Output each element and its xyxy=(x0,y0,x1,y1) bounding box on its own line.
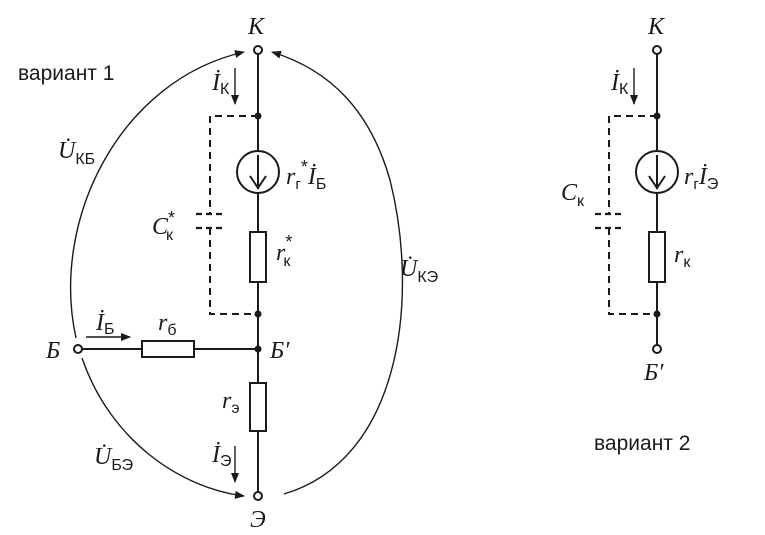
node-bprime-label: Б′ xyxy=(269,338,290,364)
current-source-label: rг*İБ xyxy=(286,157,326,193)
node-e-terminal xyxy=(253,491,263,501)
v2-current-source-icon xyxy=(635,150,679,194)
node-b-label: Б xyxy=(45,338,60,364)
capacitor-label: C*к xyxy=(152,208,175,244)
resistor-rb-icon xyxy=(141,340,195,358)
voltage-ke-label: U̇КЭ xyxy=(400,256,438,286)
v2-node-bprime-label: Б′ xyxy=(643,360,664,386)
voltage-be-arc xyxy=(81,357,245,499)
node-k-label: К xyxy=(247,14,266,40)
resistor-rk-icon xyxy=(249,231,267,283)
voltage-kb-arc xyxy=(69,50,245,339)
v2-capacitor-branch xyxy=(595,115,657,315)
variant-2-circuit: К Б′ İК rгİЭ Cк rк xyxy=(561,14,718,455)
v2-current-k-label: İК xyxy=(610,70,629,98)
voltage-kb-label: U̇КБ xyxy=(58,138,95,168)
variant-1-circuit: вариант 1 К Э Б xyxy=(18,14,438,533)
node-e-label: Э xyxy=(250,507,266,533)
v2-capacitor-label: Cк xyxy=(561,180,585,210)
resistor-rk-label: r*к xyxy=(276,232,292,270)
resistor-re-icon xyxy=(249,382,267,432)
v2-resistor-rk-label: rк xyxy=(674,242,691,271)
variant-2-caption: вариант 2 xyxy=(594,432,690,455)
node-b-terminal xyxy=(73,344,83,354)
v2-node-k-label: К xyxy=(647,14,666,40)
v2-node-k-terminal xyxy=(652,45,662,55)
node-k-terminal xyxy=(253,45,263,55)
v2-node-bprime-terminal xyxy=(652,344,662,354)
current-b-label: İБ xyxy=(95,310,115,338)
current-source-icon xyxy=(236,150,280,194)
voltage-be-label: U̇БЭ xyxy=(94,444,133,474)
resistor-re-label: rэ xyxy=(222,388,240,417)
voltage-ke-arc xyxy=(271,50,404,495)
v2-current-source-label: rгİЭ xyxy=(684,164,718,193)
capacitor-branch xyxy=(196,115,258,315)
variant-1-caption: вариант 1 xyxy=(18,62,114,85)
resistor-rb-label: rб xyxy=(158,310,177,339)
current-k-label: İК xyxy=(211,70,230,98)
current-e-label: İЭ xyxy=(211,442,232,470)
v2-resistor-rk-icon xyxy=(648,231,666,283)
